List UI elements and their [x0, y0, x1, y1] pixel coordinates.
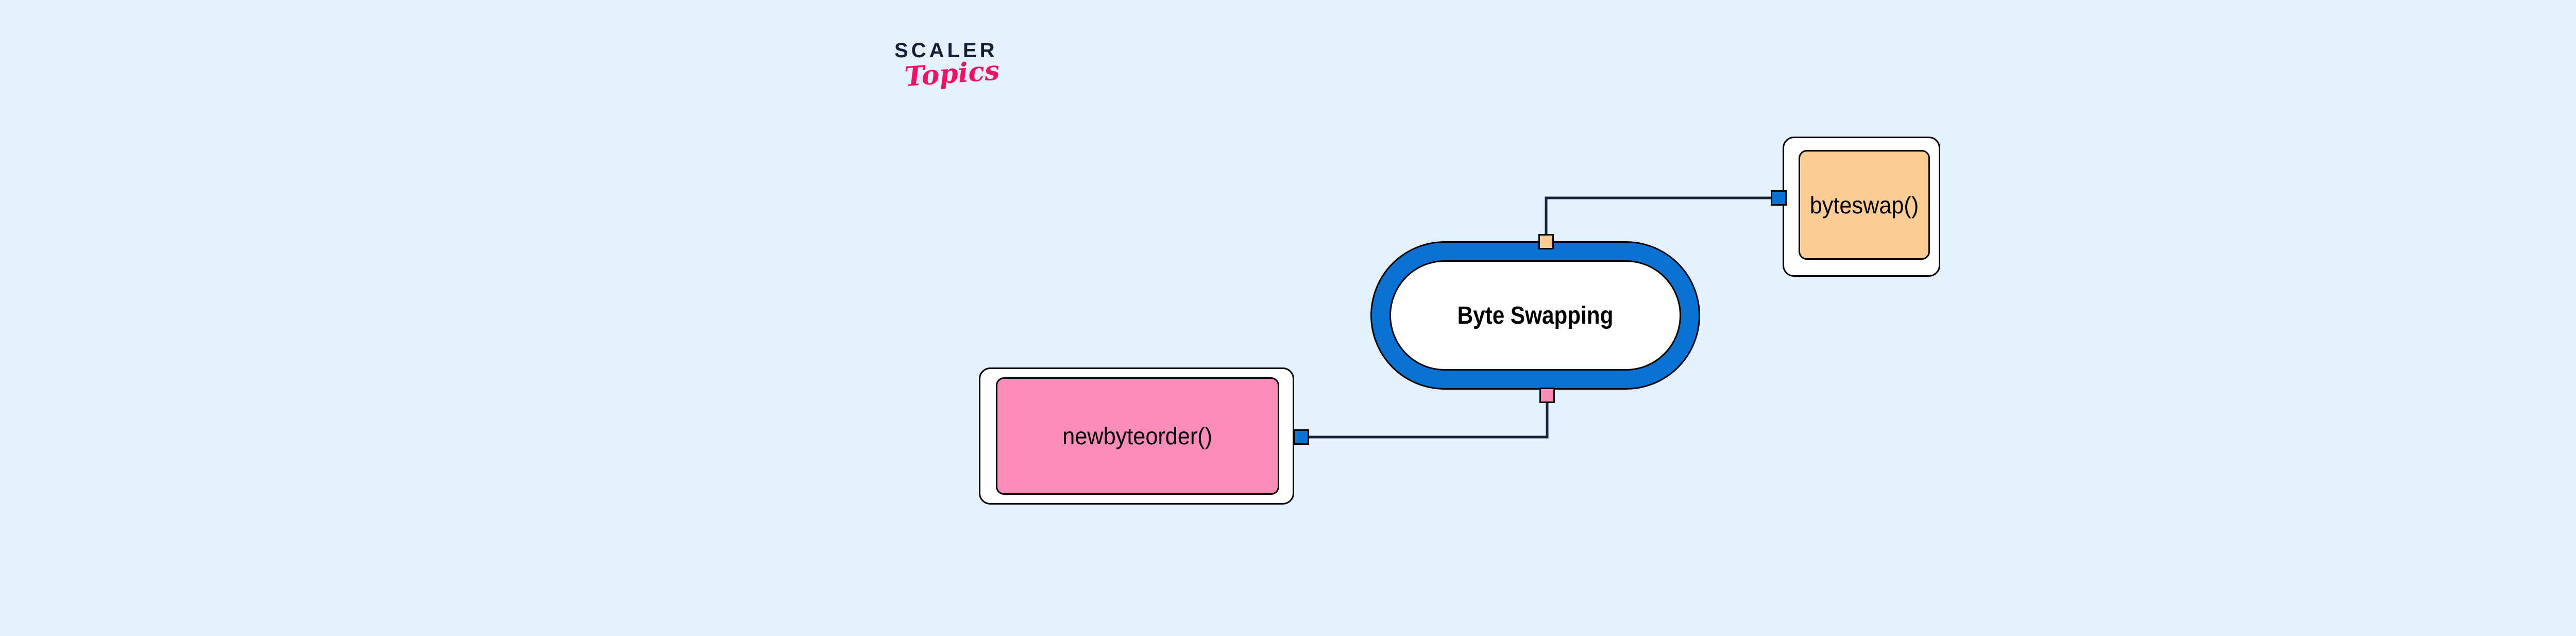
node-byteswap[interactable]: byteswap() [1783, 137, 1940, 277]
connector-root-to-newbyteorder [1305, 402, 1549, 439]
node-byte-swapping[interactable]: Byte Swapping [1370, 241, 1700, 390]
node-newbyteorder-label: newbyteorder() [1062, 423, 1213, 449]
connector-tab-root-bottom[interactable] [1539, 388, 1555, 403]
node-byte-swapping-inner: Byte Swapping [1389, 260, 1681, 371]
scaler-topics-logo: SCALER Topics [894, 40, 1059, 112]
node-byte-swapping-label: Byte Swapping [1457, 302, 1614, 329]
connector-root-to-byteswap [1545, 196, 1774, 235]
node-newbyteorder[interactable]: newbyteorder() [979, 367, 1294, 505]
connector-tab-byteswap[interactable] [1771, 190, 1787, 206]
connector-tab-newbyteorder[interactable] [1293, 429, 1309, 445]
node-byteswap-inner: byteswap() [1799, 150, 1930, 260]
logo-wordmark: SCALER [894, 39, 998, 62]
connector-tab-root-top[interactable] [1538, 234, 1554, 249]
node-byteswap-label: byteswap() [1809, 191, 1919, 219]
node-newbyteorder-inner: newbyteorder() [996, 377, 1279, 495]
